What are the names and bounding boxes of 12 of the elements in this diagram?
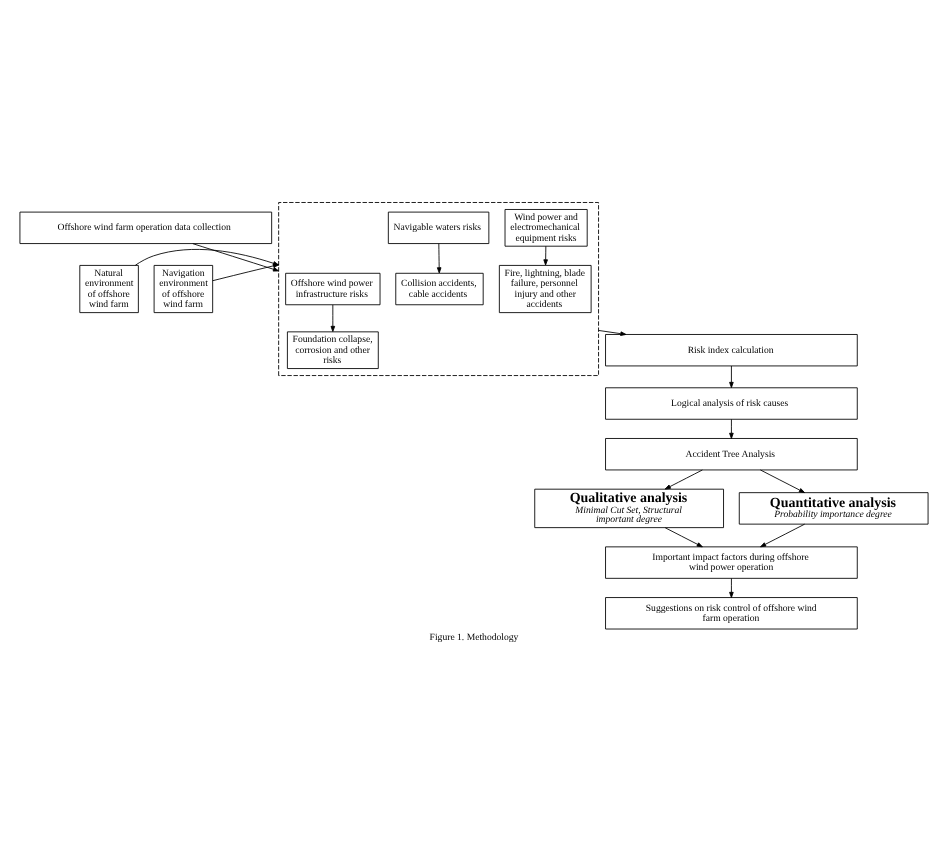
arrow <box>729 418 734 439</box>
arrow <box>543 245 548 266</box>
arrow <box>598 330 627 336</box>
arrow <box>330 304 336 333</box>
arrow <box>664 469 703 490</box>
arrow <box>729 365 734 389</box>
cluster <box>278 202 599 376</box>
arrow <box>436 243 442 274</box>
arrow <box>729 578 734 598</box>
arrow <box>760 523 806 548</box>
arrow <box>760 469 805 494</box>
arrow <box>664 527 703 548</box>
